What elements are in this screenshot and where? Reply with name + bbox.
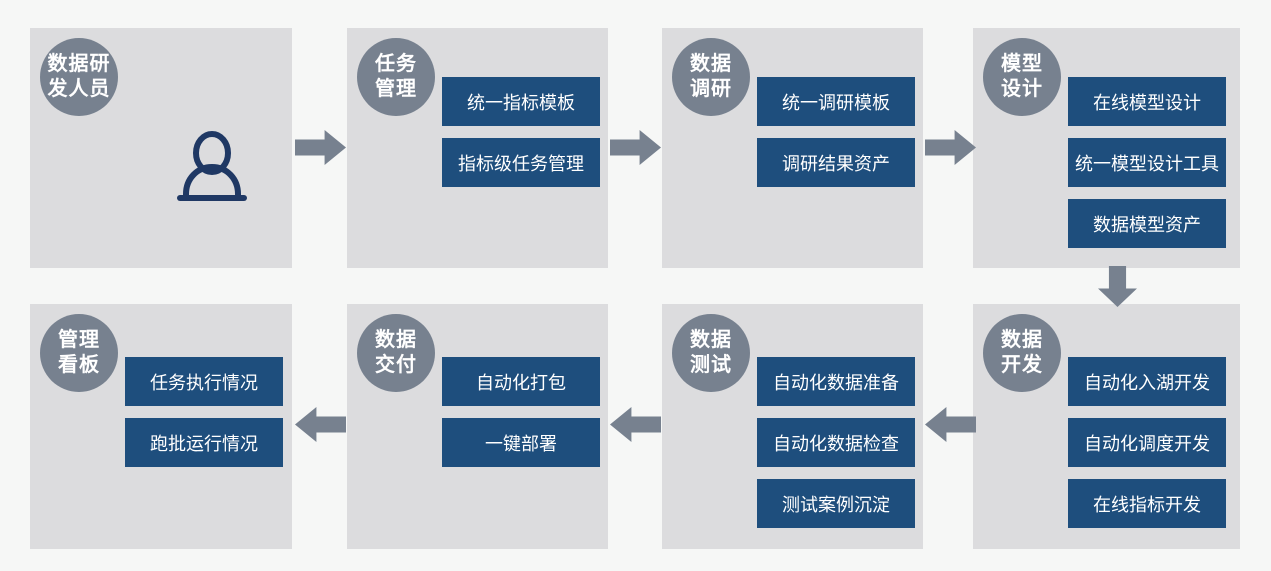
stage-items: 自动化数据准备 自动化数据检查 测试案例沉淀 <box>757 357 915 528</box>
stage-items: 在线模型设计 统一模型设计工具 数据模型资产 <box>1068 77 1226 248</box>
stage-badge-data-rd-staff: 数据研 发人员 <box>40 38 118 116</box>
arrow-left-icon <box>925 407 976 442</box>
flow-item: 统一调研模板 <box>757 77 915 126</box>
stage-badge-data-development: 数据 开发 <box>983 314 1061 392</box>
flow-item: 指标级任务管理 <box>442 138 600 187</box>
stage-data-testing: 数据 测试 自动化数据准备 自动化数据检查 测试案例沉淀 <box>662 304 923 549</box>
flow-item: 一键部署 <box>442 418 600 467</box>
stage-model-design: 模型 设计 在线模型设计 统一模型设计工具 数据模型资产 <box>973 28 1240 268</box>
arrow-right-icon <box>610 130 661 165</box>
stage-items: 统一指标模板 指标级任务管理 <box>442 77 600 187</box>
stage-badge-task-management: 任务 管理 <box>357 38 435 116</box>
stage-management-dashboard: 管理 看板 任务执行情况 跑批运行情况 <box>30 304 292 549</box>
stage-items: 任务执行情况 跑批运行情况 <box>125 357 283 467</box>
badge-line: 模型 <box>1001 53 1043 75</box>
stage-badge-model-design: 模型 设计 <box>983 38 1061 116</box>
badge-line: 管理 <box>58 329 100 351</box>
flow-item: 自动化入湖开发 <box>1068 357 1226 406</box>
arrow-right-icon <box>925 130 976 165</box>
flow-item: 自动化调度开发 <box>1068 418 1226 467</box>
flow-item: 自动化数据准备 <box>757 357 915 406</box>
badge-line: 交付 <box>375 354 417 376</box>
stage-items: 自动化入湖开发 自动化调度开发 在线指标开发 <box>1068 357 1226 528</box>
badge-line: 数据 <box>690 329 732 351</box>
badge-line: 发人员 <box>47 78 111 100</box>
stage-badge-data-delivery: 数据 交付 <box>357 314 435 392</box>
arrow-right-icon <box>295 130 346 165</box>
flow-item: 自动化打包 <box>442 357 600 406</box>
flow-item: 调研结果资产 <box>757 138 915 187</box>
badge-line: 数据 <box>375 329 417 351</box>
stage-data-delivery: 数据 交付 自动化打包 一键部署 <box>347 304 608 549</box>
arrow-down-icon <box>1098 266 1137 307</box>
badge-line: 管理 <box>375 78 417 100</box>
arrow-left-icon <box>295 407 346 442</box>
flow-item: 任务执行情况 <box>125 357 283 406</box>
flow-item: 在线模型设计 <box>1068 77 1226 126</box>
person-icon <box>165 131 257 205</box>
badge-line: 测试 <box>690 354 732 376</box>
flow-item: 统一指标模板 <box>442 77 600 126</box>
badge-line: 任务 <box>375 53 417 75</box>
badge-line: 开发 <box>1001 354 1043 376</box>
stage-badge-data-research: 数据 调研 <box>672 38 750 116</box>
stage-data-rd-staff: 数据研 发人员 <box>30 28 292 268</box>
stage-data-research: 数据 调研 统一调研模板 调研结果资产 <box>662 28 923 268</box>
stage-data-development: 数据 开发 自动化入湖开发 自动化调度开发 在线指标开发 <box>973 304 1240 549</box>
stage-items: 统一调研模板 调研结果资产 <box>757 77 915 187</box>
badge-line: 数据研 <box>47 53 111 75</box>
badge-line: 看板 <box>58 354 100 376</box>
flow-item: 数据模型资产 <box>1068 199 1226 248</box>
stage-badge-data-testing: 数据 测试 <box>672 314 750 392</box>
flow-item: 测试案例沉淀 <box>757 479 915 528</box>
badge-line: 设计 <box>1001 78 1043 100</box>
stage-badge-management-dashboard: 管理 看板 <box>40 314 118 392</box>
arrow-left-icon <box>610 407 661 442</box>
badge-line: 数据 <box>1001 329 1043 351</box>
flow-item: 在线指标开发 <box>1068 479 1226 528</box>
badge-line: 数据 <box>690 53 732 75</box>
flow-item: 自动化数据检查 <box>757 418 915 467</box>
badge-line: 调研 <box>690 78 732 100</box>
stage-items: 自动化打包 一键部署 <box>442 357 600 467</box>
flow-item: 统一模型设计工具 <box>1068 138 1226 187</box>
stage-task-management: 任务 管理 统一指标模板 指标级任务管理 <box>347 28 608 268</box>
flow-item: 跑批运行情况 <box>125 418 283 467</box>
